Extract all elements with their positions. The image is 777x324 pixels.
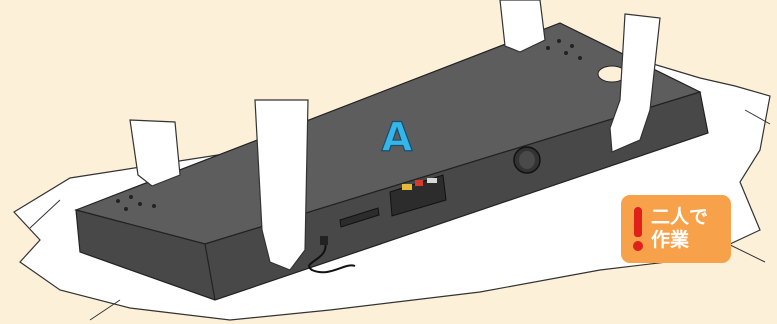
two-person-callout: 二人で 作業 — [621, 195, 731, 263]
warning-exclamation-icon — [631, 204, 645, 254]
panel-label-letter: A — [377, 111, 417, 161]
callout-line2: 作業 — [651, 229, 708, 252]
svg-text:A: A — [382, 115, 413, 161]
callout-line1: 二人で — [651, 206, 708, 229]
callout-text: 二人で 作業 — [651, 206, 708, 252]
